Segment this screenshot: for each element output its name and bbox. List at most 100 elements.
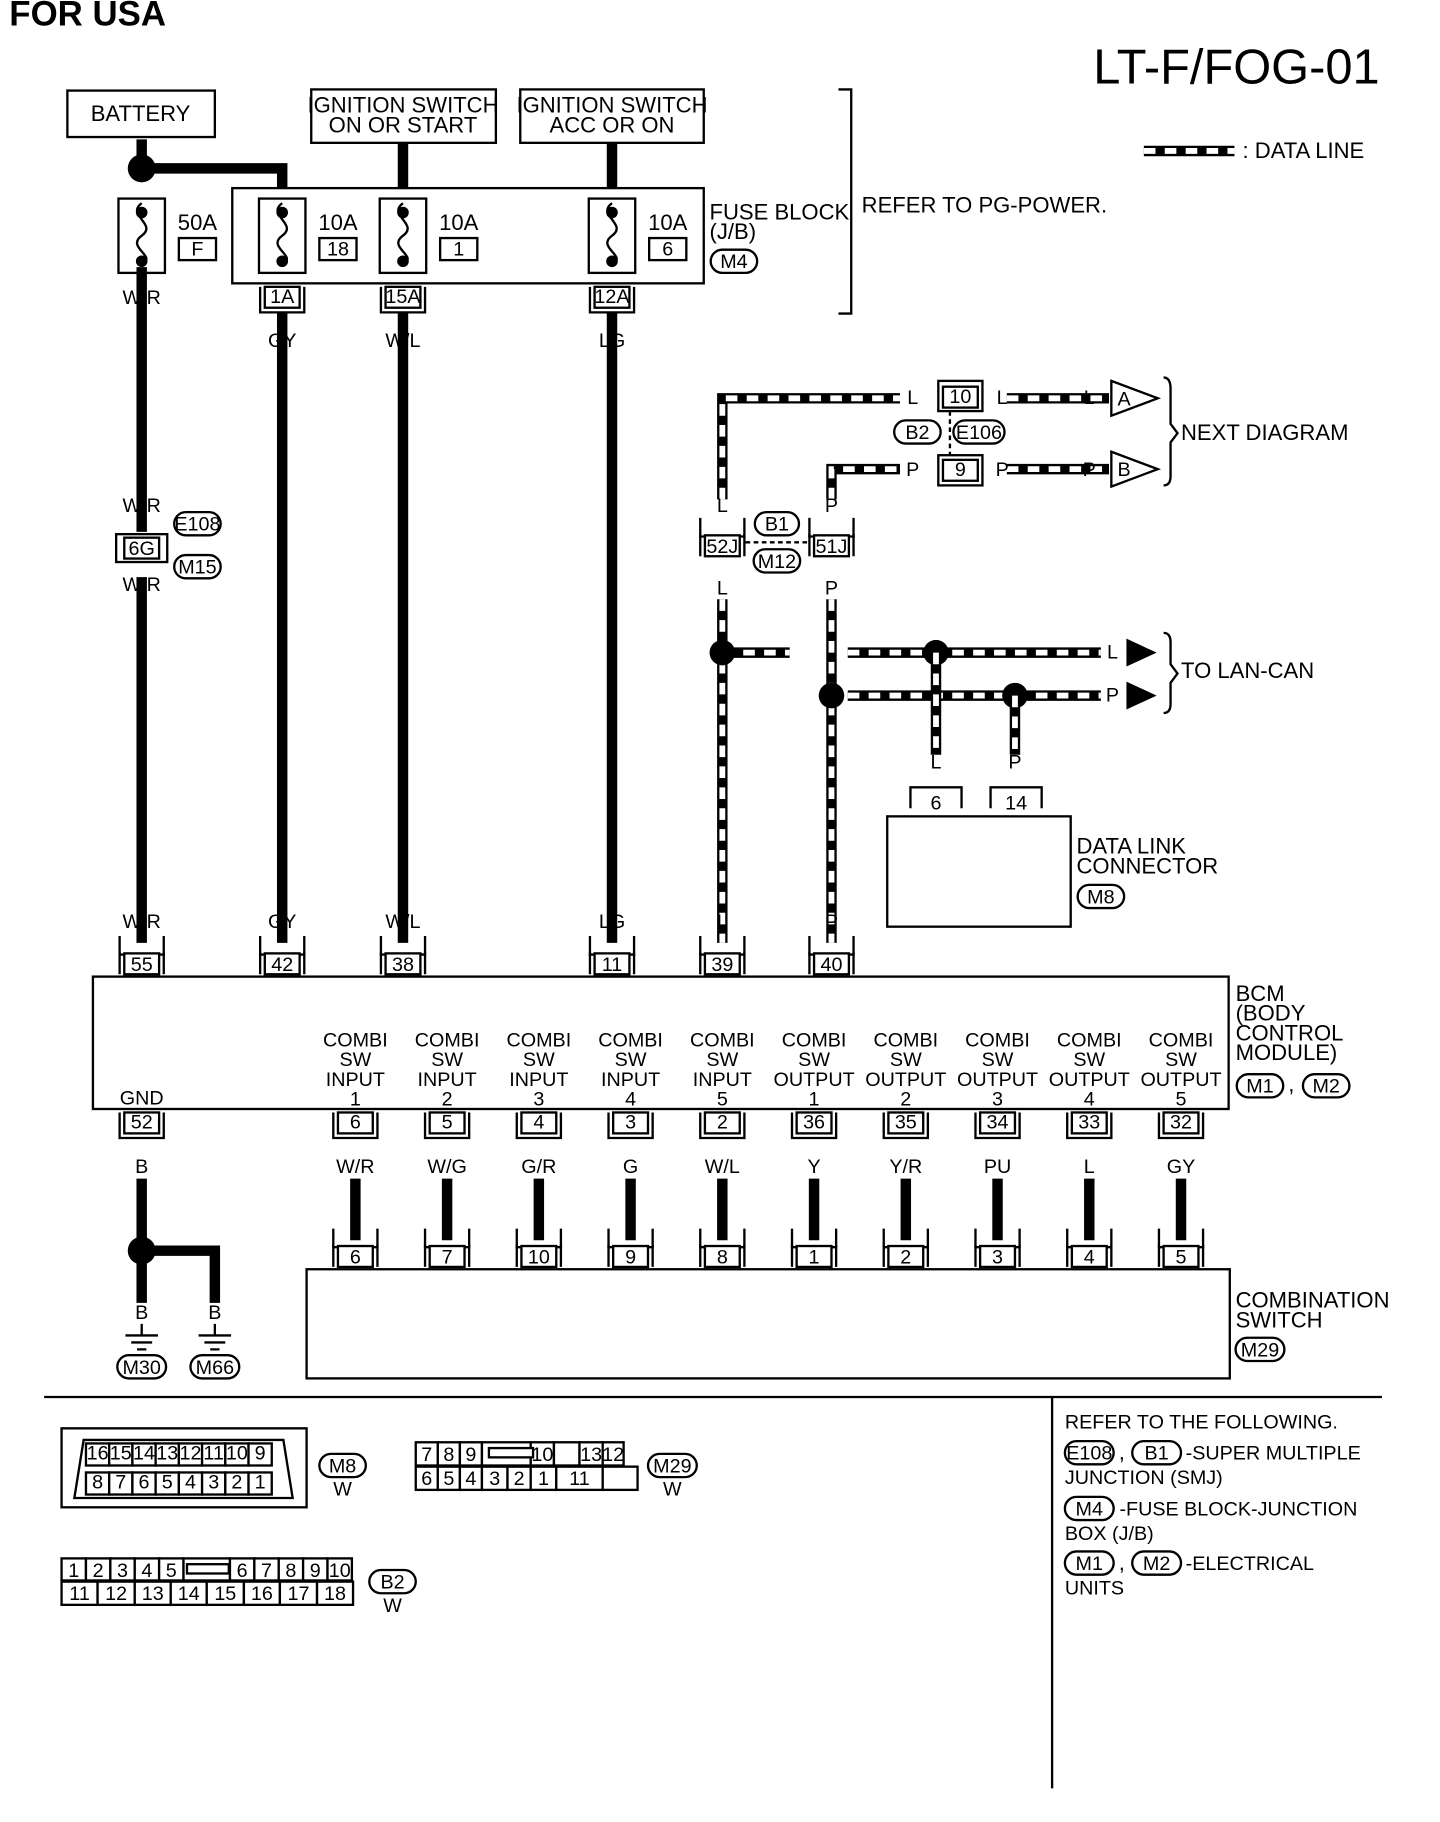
switch-pin-7-side	[423, 1244, 471, 1267]
bcm-pin-name: OUTPUT	[1049, 1069, 1130, 1091]
bcm-pin-38-side	[379, 952, 427, 975]
bcm-pin-38-label: 38	[392, 954, 414, 976]
switch-pin-5-label: 5	[1176, 1246, 1187, 1268]
bcm-pin-33-bracket	[1066, 1112, 1113, 1140]
bcm-pin-11	[593, 952, 631, 976]
bcm-top-wire-color: P	[825, 911, 838, 933]
can-h-upper-dash	[719, 395, 900, 500]
inline-conn-6g-inner	[123, 536, 161, 560]
face-b2-num: 15	[214, 1583, 236, 1605]
switch-pin-3	[978, 1244, 1017, 1269]
wire-color-wl: W/L	[385, 330, 420, 352]
bcm-pin-name: OUTPUT	[773, 1069, 854, 1091]
switch-pin-1-side	[790, 1244, 838, 1267]
wire-color: Y/R	[889, 1156, 922, 1178]
bcm-title: MODULE)	[1236, 1040, 1338, 1065]
face-m29-num: 8	[443, 1444, 454, 1466]
wire-l: L	[717, 495, 728, 517]
bcm-pin-55-side	[118, 952, 165, 975]
switch-pin-4-side	[1066, 1244, 1113, 1267]
face-m29-num: 13	[580, 1444, 602, 1466]
bcm-pin-name: SW	[982, 1049, 1014, 1071]
region-title: FOR USA	[9, 0, 166, 34]
bcm-pin-6-label: 6	[350, 1112, 361, 1134]
switch-pin-6-label: 6	[350, 1246, 361, 1268]
wire-color-gy: GY	[268, 330, 297, 352]
wire-color-b: B	[135, 1302, 148, 1324]
face-m29-num: 11	[569, 1468, 590, 1490]
fuse-id: 1	[453, 238, 464, 260]
wire-color-b: B	[135, 1156, 148, 1178]
bcm-pin-35-bracket	[882, 1112, 930, 1140]
bcm-pin-40	[812, 952, 851, 976]
conn-m12-label: M12	[758, 551, 796, 573]
face-m8-num: 8	[92, 1472, 103, 1494]
wire-color: W/G	[427, 1156, 466, 1178]
bcm-pin-name: 4	[1084, 1089, 1095, 1111]
bcm-pin-33	[1070, 1111, 1108, 1135]
wire-p: P	[996, 459, 1009, 481]
face-m8-num: 1	[255, 1472, 266, 1494]
ign-acc-on-box	[519, 88, 705, 144]
face-m8-num: 9	[255, 1443, 266, 1465]
switch-pin-7	[428, 1244, 466, 1269]
wire-color: L	[1084, 1156, 1095, 1178]
switch-pin-4	[1070, 1244, 1108, 1269]
face-m8-num: 14	[133, 1443, 155, 1465]
face-m29-cell	[601, 1465, 639, 1492]
refer-conn-m2-label: M2	[1143, 1553, 1170, 1575]
next-diagram-brace	[1163, 376, 1179, 487]
battery-label: BATTERY	[91, 101, 191, 126]
fuse-0-end	[135, 206, 148, 219]
inline-conn-6g-label: 6G	[129, 538, 155, 560]
can-term-51j-label: 51J	[816, 536, 848, 558]
conn-m12	[752, 548, 802, 574]
switch-pin-5	[1162, 1244, 1200, 1269]
switch-pin-1	[795, 1244, 833, 1269]
face-m29-num: 5	[443, 1468, 454, 1490]
face-b2-num: 4	[141, 1560, 152, 1582]
fuse-2-end	[397, 255, 409, 268]
face-b2-cell	[315, 1580, 355, 1607]
face-b2-num: 1	[68, 1560, 79, 1582]
bcm-pin-39-side	[699, 952, 746, 975]
face-m29-cell	[552, 1441, 581, 1467]
bcm-pin-name: 1	[350, 1089, 361, 1111]
switch-pin-5-side	[1157, 1244, 1205, 1267]
bcm-pin-name: SW	[523, 1049, 555, 1071]
bcm-pin-4-label: 4	[533, 1112, 544, 1134]
bcm-pin-42-side	[258, 952, 306, 975]
arrow-a-label: A	[1118, 388, 1132, 410]
fuse-id: 18	[327, 238, 349, 260]
combination-switch-title: SWITCH	[1236, 1307, 1323, 1332]
bcm-pin-name: COMBI	[1149, 1029, 1214, 1051]
conn-b2-label: B2	[905, 422, 929, 444]
face-m29-num: 1	[538, 1468, 549, 1490]
fuse-term-12A-label: 12A	[594, 286, 630, 308]
face-m8-color: W	[333, 1479, 352, 1501]
ground-symbol	[198, 1323, 232, 1351]
lan-can-label: TO LAN-CAN	[1181, 658, 1314, 683]
face-m8-num: 16	[87, 1443, 109, 1465]
refer-sep: ,	[1119, 1550, 1125, 1575]
bcm-pin-40-side	[808, 952, 855, 975]
bcm-pin-name: OUTPUT	[957, 1069, 1038, 1091]
refer-conn-m2	[1131, 1550, 1183, 1576]
face-m8-conn	[318, 1452, 367, 1479]
bcm-pin-name: 2	[442, 1089, 453, 1111]
wire-p: P	[906, 459, 919, 481]
bcm-pin-42-label: 42	[271, 954, 293, 976]
wire-p: P	[1106, 684, 1119, 706]
lan-can-brace	[1163, 631, 1179, 715]
bcm-title: CONTROL	[1236, 1020, 1344, 1045]
dlc-title: CONNECTOR	[1077, 853, 1219, 878]
fuse-0-end	[135, 255, 148, 268]
bcm-pin-35	[887, 1111, 925, 1135]
conn-b1	[753, 510, 801, 537]
fuse-id-box	[438, 236, 479, 262]
face-b2-num: 14	[178, 1583, 200, 1605]
bcm-pin-name: SW	[615, 1049, 647, 1071]
face-m8-cell	[247, 1471, 273, 1496]
ign-acc-on-label: IGNITION SWITCH	[516, 93, 707, 118]
